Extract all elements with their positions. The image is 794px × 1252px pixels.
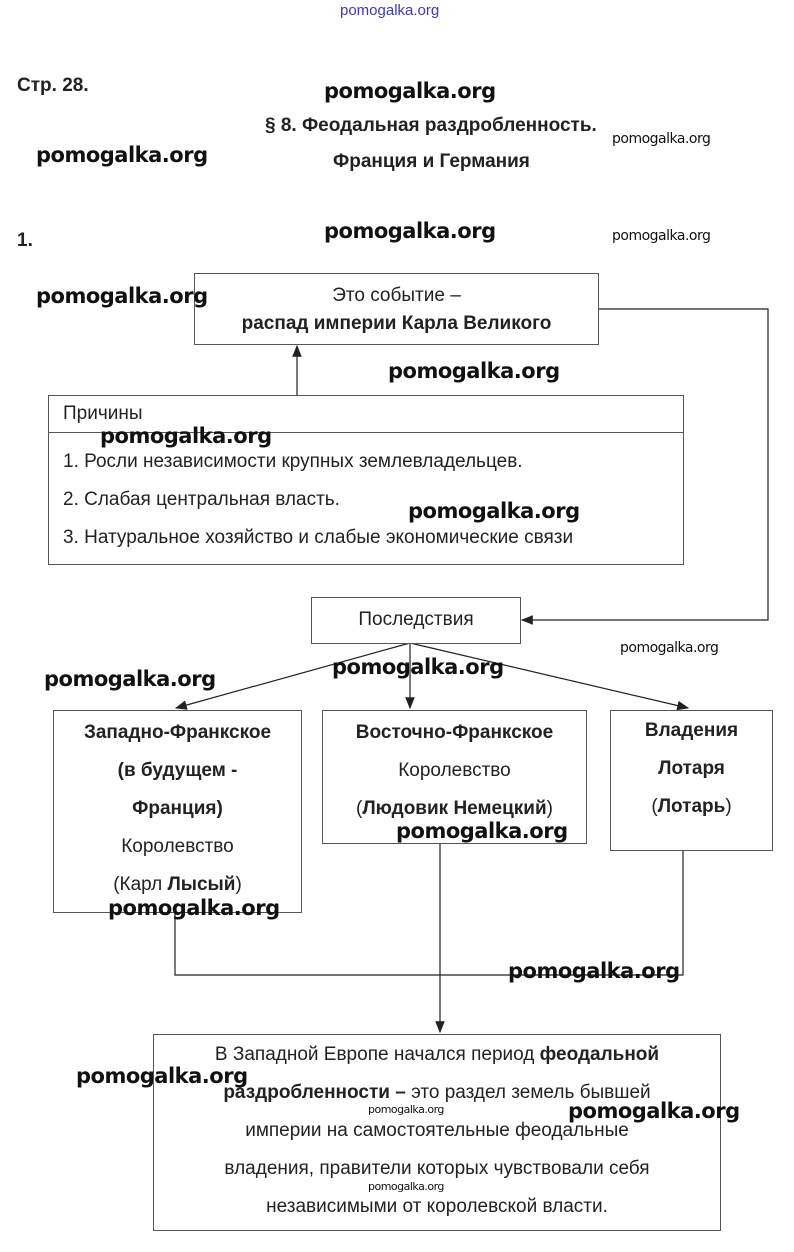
watermark: pomogalka.org [76,1064,248,1088]
conclusion-line: независимыми от королевской власти. [266,1196,608,1217]
cause-item: 3. Натуральное хозяйство и слабые эконом… [63,527,574,548]
lothar-name: Лотаря [658,758,725,779]
conclusion-line: владения, правители которых чувствовали … [224,1158,650,1179]
watermark: pomogalka.org [368,1180,444,1193]
west-kingdom: Королевство [121,836,234,857]
ruler-prefix: ( [651,796,658,817]
ruler-prefix: (Карл [113,874,168,895]
lothar-ruler: (Лотарь) [611,788,772,826]
watermark: pomogalka.org [332,655,504,679]
east-ruler: (Людовик Немецкий) [323,790,586,828]
conclusion-term: раздробленности – [223,1082,406,1103]
conclusion-text: В Западной Европе начался период [214,1044,540,1065]
west-frankish-box: Западно-Франкское (в будущем - Франция) … [53,710,302,913]
conclusion-box: В Западной Европе начался период феодаль… [153,1034,721,1231]
conclusion-line: В Западной Европе начался период феодаль… [154,1036,720,1074]
ruler-suffix: ) [725,796,732,817]
ruler-name: Лотарь [657,796,726,817]
watermark: pomogalka.org [612,228,711,244]
consequences-box: Последствия [311,597,521,644]
page-reference: Стр. 28. [17,75,89,96]
section-subtitle: Франция и Германия [333,151,530,172]
west-name: Западно-Франкское [83,722,272,743]
event-name: распад империи Карла Великого [241,313,552,334]
cause-item: 2. Слабая центральная власть. [63,489,340,510]
ruler-suffix: ) [235,874,242,895]
conclusion-line: раздробленности – это раздел земель бывш… [154,1074,720,1112]
east-frankish-box: Восточно-Франкское Королевство (Людовик … [322,710,587,844]
conclusion-line: империи на самостоятельные феодальные [245,1120,629,1141]
west-future: (в будущем - [117,760,238,781]
ruler-epithet: Лысый [167,874,236,895]
watermark: pomogalka.org [568,1099,740,1123]
watermark: pomogalka.org [396,819,568,843]
cause-item: 1. Росли независимости крупных землевлад… [63,451,523,472]
watermark: pomogalka.org [324,79,496,103]
lothar-title: Владения [644,720,739,741]
section-title: § 8. Феодальная раздробленность. [265,115,597,136]
causes-header: Причины [49,396,683,433]
event-label: Это событие – [332,285,461,306]
watermark: pomogalka.org [324,219,496,243]
west-france: Франция) [132,798,223,819]
lothar-box: Владения Лотаря (Лотарь) [610,710,773,851]
ruler-suffix: ) [546,798,553,819]
watermark: pomogalka.org [368,1103,444,1116]
watermark: pomogalka.org [36,284,208,308]
watermark: pomogalka.org [388,359,560,383]
west-ruler: (Карл Лысый) [54,866,301,904]
event-to-consequences-line [520,308,769,625]
watermark: pomogalka.org [36,143,208,167]
event-box: Это событие – распад империи Карла Велик… [194,273,599,345]
site-header-link[interactable]: pomogalka.org [340,2,440,19]
watermark: pomogalka.org [108,896,280,920]
watermark: pomogalka.org [100,424,272,448]
west-lothar-join-line [174,850,684,976]
east-name: Восточно-Франкское [355,722,554,743]
ruler-prefix: ( [356,798,363,819]
conclusion-term: феодальной [539,1044,660,1065]
consequences-to-west-arrow [174,642,411,710]
watermark: pomogalka.org [620,640,719,656]
causes-box: Причины 1. Росли независимости крупных з… [48,395,684,565]
watermark: pomogalka.org [44,667,216,691]
consequences-to-lothar-arrow [409,642,690,711]
watermark: pomogalka.org [408,499,580,523]
ruler-name: Людовик Немецкий [362,798,547,819]
task-number: 1. [17,230,33,251]
conclusion-text: это раздел земель бывшей [405,1082,651,1103]
east-kingdom: Королевство [398,760,511,781]
watermark: pomogalka.org [612,131,711,147]
watermark: pomogalka.org [508,959,680,983]
